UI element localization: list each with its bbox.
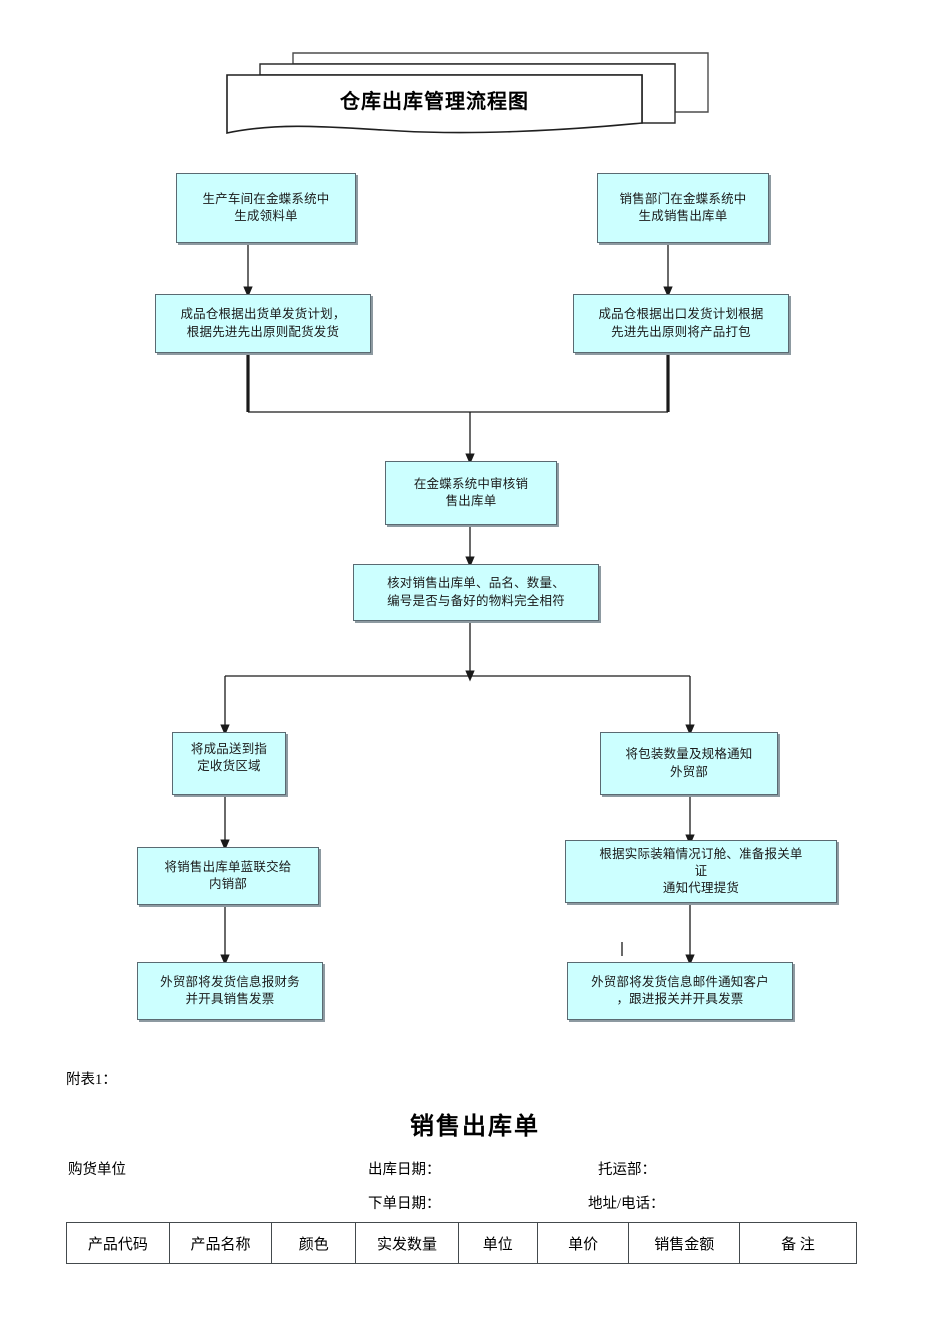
flow-node-email-customer-and-invoice[interactable]: 外贸部将发货信息邮件通知客户，跟进报关并开具发票 bbox=[567, 962, 793, 1020]
table-header-cell: 单位 bbox=[457, 1222, 538, 1264]
flow-node-label: 核对销售出库单、品名、数量、编号是否与备好的物料完全相符 bbox=[387, 576, 565, 608]
flow-node-label: 根据实际装箱情况订舱、准备报关单证通知代理提货 bbox=[599, 846, 803, 896]
table-header-row: 产品代码 产品名称 颜色 实发数量 单位 单价 销售金额 备 注 bbox=[66, 1222, 857, 1264]
field-label-order-date: 下单日期： bbox=[368, 1196, 441, 1212]
table-header-cell: 备 注 bbox=[739, 1222, 857, 1264]
field-label-out-date: 出库日期： bbox=[368, 1162, 441, 1178]
field-label-buyer: 购货单位 bbox=[68, 1162, 126, 1178]
flow-node-label: 将销售出库单蓝联交给内销部 bbox=[164, 859, 292, 891]
flow-node-label: 成品仓根据出货单发货计划，根据先进先出原则配货发货 bbox=[180, 307, 346, 339]
flow-node-verify-order-details[interactable]: 核对销售出库单、品名、数量、编号是否与备好的物料完全相符 bbox=[353, 564, 599, 621]
flow-node-label: 成品仓根据出口发货计划根据先进先出原则将产品打包 bbox=[598, 307, 764, 339]
flow-node-label: 外贸部将发货信息报财务并开具销售发票 bbox=[160, 974, 300, 1006]
flow-node-report-to-finance[interactable]: 外贸部将发货信息报财务并开具销售发票 bbox=[137, 962, 323, 1020]
flow-node-label: 在金蝶系统中审核销售出库单 bbox=[413, 476, 529, 508]
flow-node-sales-outbound-order[interactable]: 销售部门在金蝶系统中生成销售出库单 bbox=[597, 173, 769, 243]
flow-node-production-requisition[interactable]: 生产车间在金蝶系统中生成领料单 bbox=[176, 173, 356, 243]
table-header-cell: 产品代码 bbox=[66, 1222, 170, 1264]
flow-node-label: 将成品送到指定收货区域 bbox=[190, 742, 268, 774]
table-header-cell: 销售金额 bbox=[628, 1222, 741, 1264]
flow-node-label: 生产车间在金蝶系统中生成领料单 bbox=[202, 191, 330, 223]
flow-node-notify-foreign-trade[interactable]: 将包装数量及规格通知外贸部 bbox=[600, 732, 778, 795]
flow-node-audit-in-kingdee[interactable]: 在金蝶系统中审核销售出库单 bbox=[385, 461, 557, 525]
flow-node-deliver-to-receiving-area[interactable]: 将成品送到指定收货区域 bbox=[172, 732, 286, 795]
table-header-cell: 单价 bbox=[536, 1222, 630, 1264]
flow-node-label: 销售部门在金蝶系统中生成销售出库单 bbox=[619, 191, 747, 223]
sales-outbound-table: 产品代码 产品名称 颜色 实发数量 单位 单价 销售金额 备 注 bbox=[66, 1222, 857, 1264]
flow-node-warehouse-pick-ship[interactable]: 成品仓根据出货单发货计划，根据先进先出原则配货发货 bbox=[155, 294, 371, 353]
form-title: 销售出库单 bbox=[410, 1113, 540, 1140]
table-header-cell: 颜色 bbox=[271, 1222, 357, 1264]
page-title: 仓库出库管理流程图 bbox=[340, 90, 529, 113]
flow-node-warehouse-export-pack[interactable]: 成品仓根据出口发货计划根据先进先出原则将产品打包 bbox=[573, 294, 789, 353]
flow-node-booking-and-customs-docs[interactable]: 根据实际装箱情况订舱、准备报关单证通知代理提货 bbox=[565, 840, 837, 903]
field-label-address-phone: 地址/电话： bbox=[588, 1196, 665, 1212]
flow-node-label: 将包装数量及规格通知外贸部 bbox=[625, 747, 753, 779]
table-header-cell: 产品名称 bbox=[168, 1222, 273, 1264]
flow-node-label: 外贸部将发货信息邮件通知客户，跟进报关并开具发票 bbox=[591, 974, 769, 1006]
attachment-label: 附表1： bbox=[66, 1072, 117, 1088]
field-label-carrier: 托运部： bbox=[598, 1162, 656, 1178]
flow-node-blue-copy-to-domestic-sales[interactable]: 将销售出库单蓝联交给内销部 bbox=[137, 847, 319, 905]
table-header-cell: 实发数量 bbox=[355, 1222, 459, 1264]
